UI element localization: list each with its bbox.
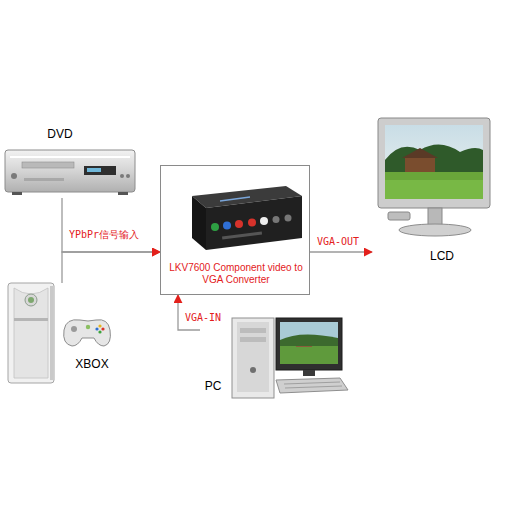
device-node: PC	[200, 312, 350, 404]
signal-wire	[62, 198, 160, 252]
device-node: LCD	[372, 110, 497, 270]
device-caption: LKV7600 Component video to VGA Converter	[169, 262, 303, 285]
converter-box: LKV7600 Component video to VGA Converter	[160, 165, 310, 295]
dvd-player	[5, 150, 135, 195]
signal-label: VGA-IN	[184, 312, 222, 323]
device-label: LCD	[422, 250, 462, 264]
signal-wire	[310, 251, 372, 252]
converter-device	[192, 186, 302, 250]
signal-label: YPbPr信号输入	[68, 228, 140, 242]
device-label: DVD	[5, 128, 115, 142]
xbox-console	[8, 283, 54, 383]
device-label: XBOX	[67, 358, 117, 372]
lcd-monitor	[378, 118, 490, 236]
game-controller	[64, 320, 111, 346]
signal-wire	[62, 252, 160, 283]
device-node: DVD	[5, 128, 135, 198]
signal-label: VGA-OUT	[316, 236, 360, 247]
device-label: PC	[200, 380, 226, 394]
pc-computer	[232, 318, 348, 398]
device-node: XBOX	[5, 283, 130, 390]
